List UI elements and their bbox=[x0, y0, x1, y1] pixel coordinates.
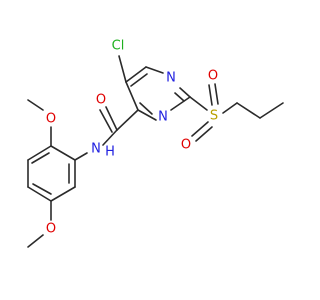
bond-ar4-ar5-double bbox=[32, 183, 52, 195]
bond-s-o-top-a bbox=[208, 84, 213, 106]
bond-s-o-left-a bbox=[191, 121, 209, 137]
bond-n1-c2 bbox=[179, 87, 191, 98]
bond-ar2-ar3-double bbox=[31, 152, 50, 164]
atom-o-methoxy-bottom: O bbox=[46, 222, 56, 237]
bond-c2-n3 bbox=[170, 96, 191, 111]
bond-camide-n bbox=[102, 129, 118, 146]
bond-s-c1 bbox=[222, 102, 238, 114]
bonds bbox=[27, 55, 284, 248]
bond-s-o-left-b bbox=[195, 126, 213, 142]
bond-n1-c2-double bbox=[174, 92, 185, 102]
bond-c4-c5 bbox=[125, 81, 139, 111]
bond-c2-c3-propyl bbox=[259, 102, 284, 119]
bond-ar2-ar3 bbox=[27, 145, 52, 161]
atom-o-methoxy-top: O bbox=[46, 112, 56, 127]
atom-nh: N bbox=[91, 142, 101, 157]
atom-s: S bbox=[210, 109, 218, 124]
bond-s-o-top-b bbox=[214, 83, 219, 105]
atom-n-ring-bottom: N bbox=[158, 110, 168, 125]
atom-o-sulfonyl-left: O bbox=[181, 138, 191, 153]
bond-n3-c4-double bbox=[139, 102, 153, 115]
bond-c6-n1 bbox=[145, 66, 164, 74]
atom-n-ring-top: N bbox=[166, 71, 176, 86]
structure-diagram: Cl N N O N H S O O O O bbox=[27, 39, 284, 248]
bond-c5-cl bbox=[118, 55, 127, 83]
bond-ar5-ar6 bbox=[50, 186, 76, 202]
atom-labels: Cl N N O N H S O O O O bbox=[46, 39, 218, 237]
bond-n-aryl bbox=[74, 152, 88, 161]
bond-camide-o-double bbox=[99, 109, 113, 133]
atom-o-carbonyl: O bbox=[96, 93, 106, 108]
molecule-canvas: Cl N N O N H S O O O O bbox=[27, 39, 284, 248]
bond-ar4-ar5 bbox=[27, 186, 52, 202]
bond-c2-s bbox=[189, 96, 208, 111]
atom-o-sulfonyl-top: O bbox=[208, 69, 218, 84]
bond-c4-camide bbox=[116, 109, 139, 131]
atom-cl: Cl bbox=[112, 39, 125, 54]
bond-camide-o bbox=[105, 106, 118, 131]
bond-ar1-ar2 bbox=[50, 145, 76, 161]
bond-n3-c4 bbox=[137, 109, 157, 121]
bond-ometh-ch3-bottom bbox=[27, 234, 44, 248]
bond-c6-c6-double bbox=[130, 73, 148, 87]
bond-c5-c6 bbox=[125, 66, 147, 83]
atom-h: H bbox=[105, 145, 115, 160]
bond-c1-c2-propyl bbox=[236, 102, 261, 119]
bond-ometh-ch3-top bbox=[27, 99, 44, 111]
